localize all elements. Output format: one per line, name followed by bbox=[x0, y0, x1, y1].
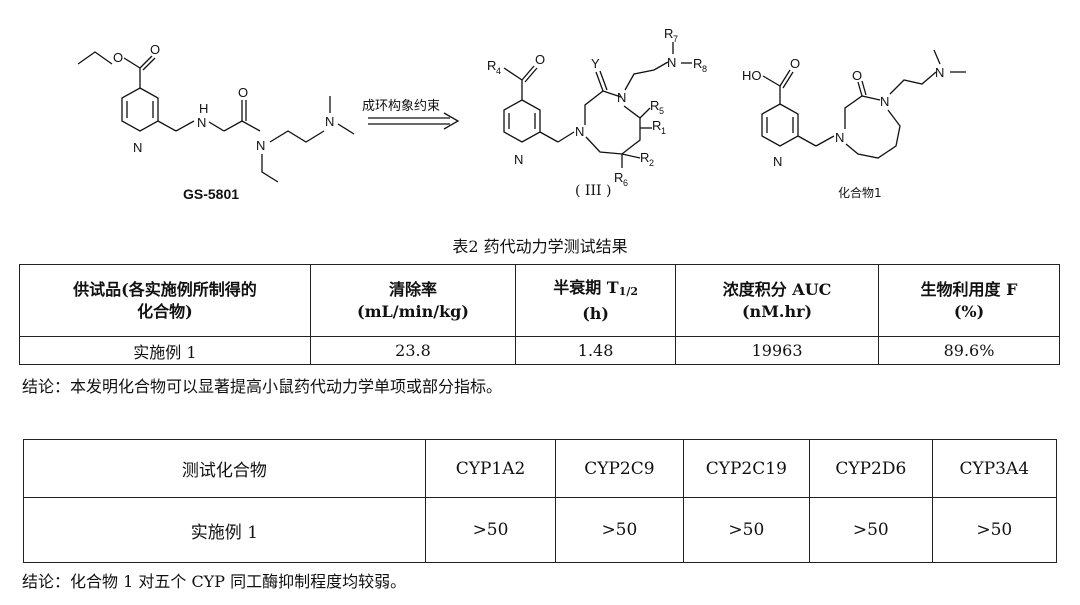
atom-r1: R bbox=[652, 118, 661, 133]
header-test-compound: 测试化合物 bbox=[23, 439, 426, 498]
cyp-table: 测试化合物 CYP1A2 CYP2C9 CYP2C19 CYP2D6 CYP3A… bbox=[23, 439, 1058, 563]
svg-text:4: 4 bbox=[496, 66, 501, 76]
structure-iii-caption: ( III ) bbox=[575, 183, 611, 199]
structure-iii: R 4 O N N Y N N R 7 R 8 R 5 R 1 R bbox=[487, 26, 707, 188]
compound1-structure: HO O N N O N N bbox=[742, 49, 966, 169]
table-cell: 19963 bbox=[675, 336, 880, 365]
table-cell: 23.8 bbox=[309, 336, 517, 365]
table-cell: >50 bbox=[555, 497, 684, 563]
atom-n: N bbox=[835, 130, 844, 145]
atom-h: H bbox=[199, 101, 208, 116]
svg-text:2: 2 bbox=[649, 158, 654, 168]
header-bioavailability: 生物利用度 F(%) bbox=[878, 264, 1060, 337]
atom-n: N bbox=[617, 90, 626, 105]
gs5801-structure: O O N N H O N N bbox=[77, 42, 355, 183]
svg-text:5: 5 bbox=[659, 106, 664, 116]
header-clearance: 清除率(mL/min/kg) bbox=[309, 264, 517, 337]
table-cell: 实施例 1 bbox=[19, 336, 311, 365]
structures-figure: O O N N H O N N GS-5801 成环构象约束 R bbox=[77, 26, 966, 202]
atom-n: N bbox=[197, 115, 206, 130]
header-cyp1a2: CYP1A2 bbox=[424, 439, 557, 498]
arrow-label: 成环构象约束 bbox=[362, 99, 440, 114]
table-header-row: 测试化合物 CYP1A2 CYP2C9 CYP2C19 CYP2D6 CYP3A… bbox=[23, 439, 1058, 498]
pk-table: 供试品(各实施例所制得的化合物) 清除率(mL/min/kg) 半衰期 T1/2… bbox=[19, 264, 1060, 365]
double-arrow-icon bbox=[368, 112, 460, 130]
table-cell: >50 bbox=[931, 497, 1058, 563]
atom-r5: R bbox=[650, 98, 659, 113]
table-row: 实施例 1 23.8 1.48 19963 89.6% bbox=[19, 336, 1060, 365]
header-half-life: 半衰期 T1/2 (h) bbox=[515, 264, 677, 337]
atom-o: O bbox=[535, 52, 545, 67]
atom-o: O bbox=[852, 68, 862, 83]
atom-n: N bbox=[256, 138, 265, 153]
header-sample: 供试品(各实施例所制得的化合物) bbox=[19, 264, 311, 337]
atom-n: N bbox=[514, 152, 523, 167]
header-cyp2d6: CYP2D6 bbox=[809, 439, 933, 498]
atom-ho: HO bbox=[742, 68, 762, 83]
atom-n: N bbox=[880, 94, 889, 109]
table-cell: >50 bbox=[424, 497, 557, 563]
table-row: 实施例 1 >50 >50 >50 >50 >50 bbox=[23, 497, 1058, 563]
atom-r8: R bbox=[693, 56, 702, 71]
atom-r7: R bbox=[664, 26, 673, 41]
atom-o: O bbox=[150, 42, 160, 57]
atom-y: Y bbox=[591, 56, 600, 71]
atom-n: N bbox=[773, 154, 782, 169]
atom-o: O bbox=[238, 85, 248, 100]
atom-n: N bbox=[325, 114, 334, 129]
svg-text:6: 6 bbox=[623, 178, 628, 188]
table1-conclusion: 结论：本发明化合物可以显著提高小鼠药代动力学单项或部分指标。 bbox=[22, 377, 503, 396]
atom-r2: R bbox=[640, 150, 649, 165]
table1-title: 表2 药代动力学测试结果 bbox=[452, 237, 628, 256]
compound1-caption: 化合物1 bbox=[838, 185, 882, 200]
atom-o: O bbox=[113, 50, 123, 65]
atom-r6: R bbox=[614, 170, 623, 185]
header-cyp2c9: CYP2C9 bbox=[555, 439, 684, 498]
atom-r4: R bbox=[487, 58, 496, 73]
table-cell: 89.6% bbox=[878, 336, 1060, 365]
atom-n: N bbox=[575, 124, 584, 139]
table-cell: 实施例 1 bbox=[23, 497, 426, 563]
header-cyp3a4: CYP3A4 bbox=[931, 439, 1058, 498]
table2-conclusion: 结论：化合物 1 对五个 CYP 同工酶抑制程度均较弱。 bbox=[22, 572, 407, 591]
table-cell: 1.48 bbox=[515, 336, 677, 365]
header-cyp2c19: CYP2C19 bbox=[682, 439, 811, 498]
svg-text:7: 7 bbox=[673, 34, 678, 44]
svg-text:8: 8 bbox=[702, 64, 707, 74]
atom-o: O bbox=[790, 56, 800, 71]
table-cell: >50 bbox=[809, 497, 933, 563]
atom-n: N bbox=[133, 140, 142, 155]
svg-text:1: 1 bbox=[661, 126, 666, 136]
header-auc: 浓度积分 AUC(nM.hr) bbox=[675, 264, 880, 337]
table-header-row: 供试品(各实施例所制得的化合物) 清除率(mL/min/kg) 半衰期 T1/2… bbox=[19, 264, 1060, 337]
atom-n: N bbox=[667, 55, 676, 70]
gs5801-caption: GS-5801 bbox=[183, 186, 239, 202]
atom-n: N bbox=[935, 65, 944, 80]
table-cell: >50 bbox=[682, 497, 811, 563]
